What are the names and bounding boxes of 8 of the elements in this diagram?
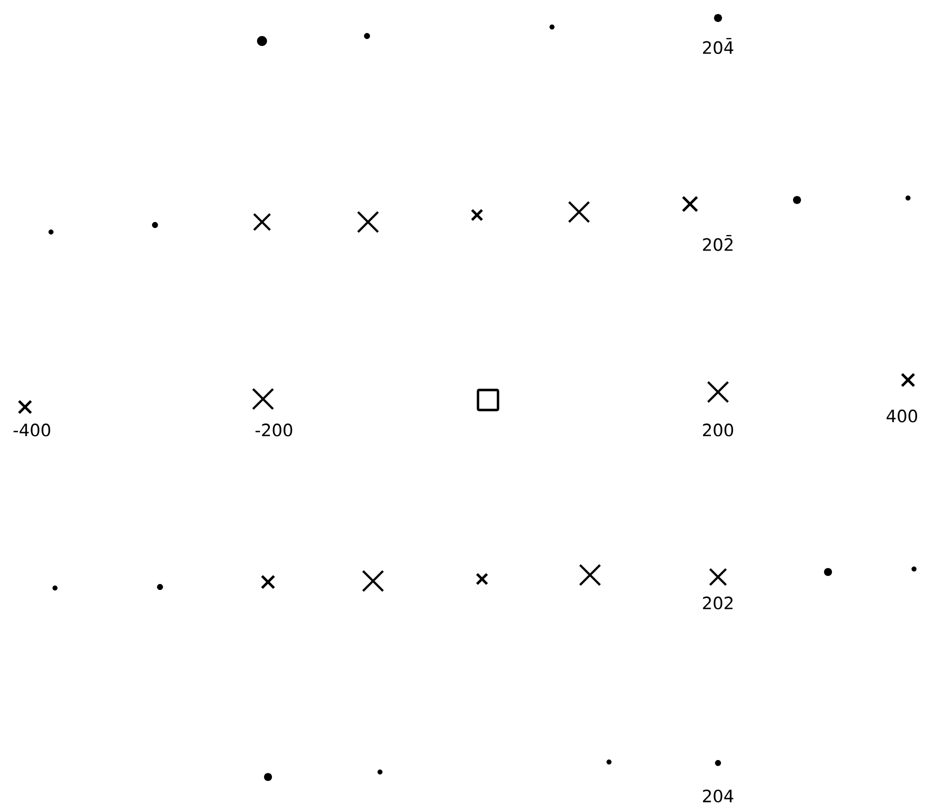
index-label: 204 <box>703 790 734 802</box>
index-label: -200 <box>256 424 292 436</box>
index-label: 202 <box>703 596 733 610</box>
index-label: 200 <box>703 424 734 436</box>
index-label: -400 <box>14 424 50 436</box>
index-label: 204̄ <box>703 38 734 54</box>
index-label: 202̄ <box>703 235 733 251</box>
index-label: 400 <box>886 410 918 422</box>
